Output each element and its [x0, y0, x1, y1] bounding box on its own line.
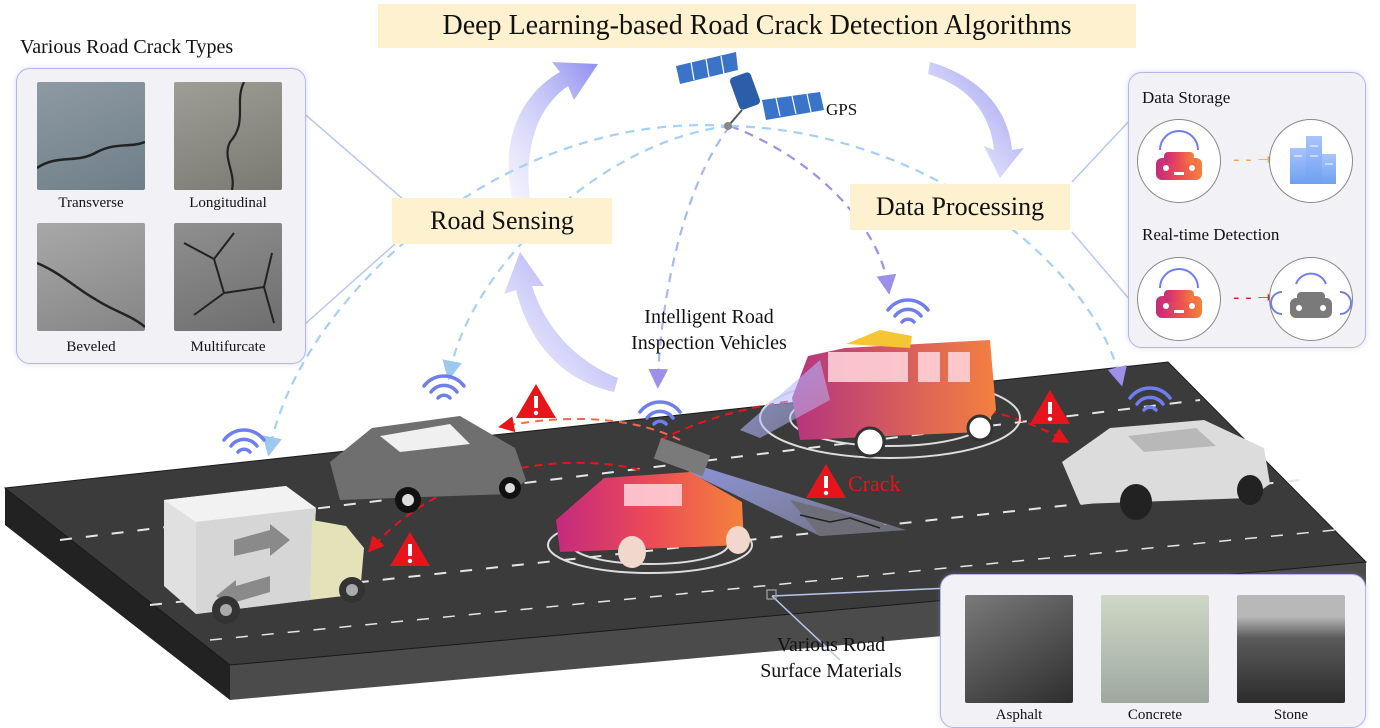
crack-thumb-longitudinal [174, 81, 282, 191]
wifi-icon [222, 298, 1172, 454]
material-caption-stone: Stone [1273, 707, 1309, 723]
silver-car [1062, 420, 1270, 520]
detection-label: Real-time Detection [1142, 225, 1280, 244]
crack-caption-longitudinal: Longitudinal [189, 195, 267, 211]
crack-line-icon [36, 261, 146, 328]
vehicles-label: Intelligent Road Inspection Vehicles [600, 304, 818, 356]
flow-arrows [504, 62, 1024, 392]
material-thumb-concrete [1101, 595, 1209, 703]
storage-label: Data Storage [1142, 88, 1231, 107]
storage-flow-arrow: - - ➝ [1233, 149, 1273, 170]
detection-car-circle [1137, 257, 1221, 341]
car-icon [1156, 268, 1202, 318]
road-sensing-label: Road Sensing [392, 198, 612, 244]
building-icon [1290, 136, 1336, 184]
vehicles-label-line2: Inspection Vehicles [631, 332, 787, 354]
crack-line-icon [226, 81, 245, 191]
truck-icon [164, 486, 365, 624]
panel-connectors [299, 109, 1131, 661]
crack-caption-beveled: Beveled [66, 339, 116, 355]
crack-scan-beam [688, 466, 906, 536]
crack-thumb-transverse [36, 82, 146, 190]
crack-line-icon [183, 232, 275, 324]
material-thumb-stone [1237, 595, 1345, 703]
detection-target-circle [1269, 257, 1353, 341]
crack-caption-transverse: Transverse [58, 195, 124, 211]
satellite-icon [676, 52, 824, 130]
car-icon [1270, 272, 1352, 318]
storage-car-circle [1137, 119, 1221, 203]
crack-label: Crack [848, 471, 901, 496]
materials-heading-line1: Various Road [776, 634, 886, 656]
inspection-car [547, 437, 753, 574]
crack-panel-heading: Various Road Crack Types [20, 36, 234, 58]
materials-heading-line2: Surface Materials [760, 660, 902, 682]
warning-icon [390, 384, 1070, 566]
vehicles-label-line1: Intelligent Road [644, 306, 774, 328]
material-caption-concrete: Concrete [1127, 707, 1183, 723]
page-title: Deep Learning-based Road Crack Detection… [378, 4, 1136, 48]
crack-caption-multifurcate: Multifurcate [190, 339, 266, 355]
crack-types-panel: Transverse Longitudinal Beveled Multifur… [16, 68, 306, 364]
crack-thumb-beveled [36, 223, 146, 331]
crack-line-icon [36, 140, 146, 170]
storage-building-circle [1269, 119, 1353, 203]
inspection-van [740, 330, 1021, 459]
gps-label: GPS [826, 100, 858, 119]
data-processing-label: Data Processing [850, 184, 1070, 230]
sample-marker [766, 589, 777, 600]
grey-sedan [330, 416, 526, 513]
detection-flow-arrow: - - ➝ [1233, 287, 1273, 308]
materials-heading: Various Road Surface Materials [736, 632, 926, 684]
material-thumb-asphalt [965, 595, 1073, 703]
car-icon [1156, 130, 1202, 180]
material-caption-asphalt: Asphalt [995, 707, 1043, 723]
crack-thumb-multifurcate [174, 223, 282, 331]
materials-panel: Asphalt Concrete Stone [940, 574, 1366, 728]
processing-panel: Data Storage - - ➝ Real-time Detection -… [1128, 72, 1366, 348]
